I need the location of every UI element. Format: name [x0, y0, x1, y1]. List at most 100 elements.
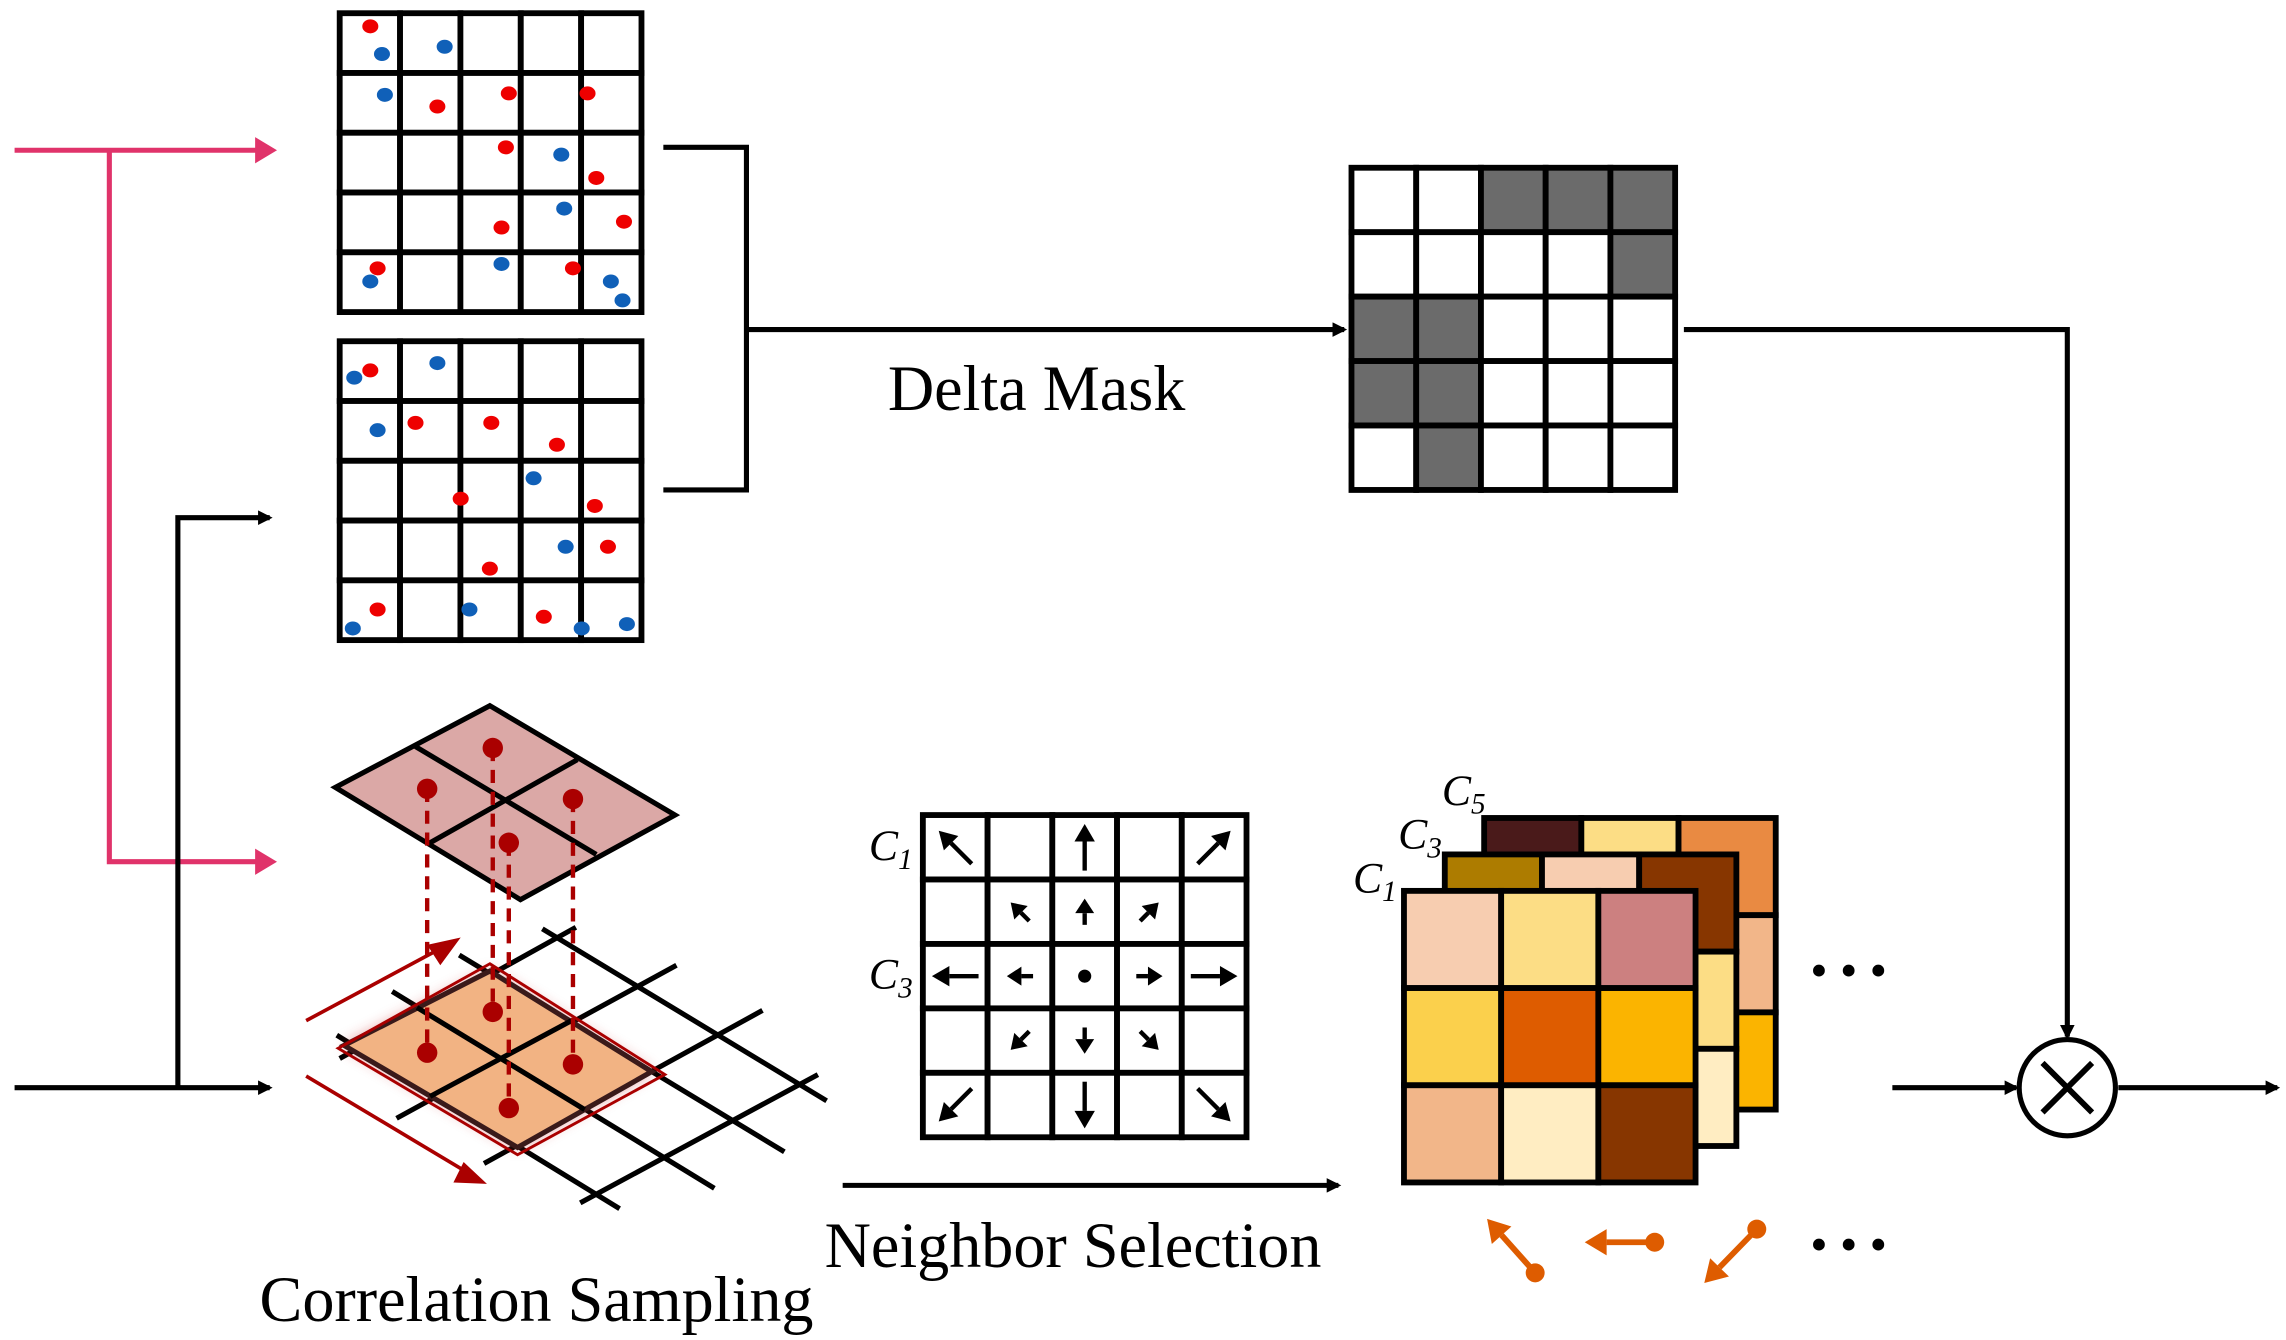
grid-cell	[517, 129, 585, 196]
grid-cell	[336, 517, 403, 584]
grid-cell	[457, 249, 524, 315]
grid-cell	[336, 457, 403, 524]
blue-point	[573, 621, 590, 636]
sample-point	[416, 1042, 438, 1063]
grid-cell	[578, 10, 645, 76]
neighbor-c3-label: C3	[869, 951, 913, 1005]
blue-point	[376, 87, 393, 102]
grid-cell	[1348, 422, 1420, 493]
correlation-volume-stack	[1401, 815, 1779, 1284]
arrowhead-nw-icon	[1010, 902, 1028, 920]
direction-arrow-sw-icon	[1019, 1029, 1031, 1042]
grid-cell	[984, 812, 1056, 883]
neighbor-c1-label: C1	[869, 822, 913, 876]
frame-grid-1	[336, 10, 645, 315]
grid-cell	[1413, 164, 1484, 236]
grid-cell	[517, 189, 585, 256]
delta-mask-label: Delta Mask	[888, 353, 1186, 424]
red-point	[497, 140, 514, 155]
grid-cell	[397, 70, 464, 136]
red-point	[579, 86, 596, 101]
volume-cell	[1401, 985, 1505, 1089]
multiply-x-icon	[2040, 1060, 2095, 1115]
grid-cell	[1348, 358, 1420, 429]
connector-lines	[14, 137, 2281, 1193]
red-point	[500, 86, 517, 101]
grid-cell	[1478, 293, 1549, 364]
correlation-sampling-illustration	[305, 702, 828, 1211]
offset-arrow-w-icon	[1584, 1229, 1607, 1256]
grid-cell	[1348, 229, 1420, 300]
blue-point	[373, 47, 390, 62]
grid-cell	[397, 577, 464, 644]
blue-point	[556, 201, 573, 216]
grid-cell	[1478, 422, 1549, 493]
red-point	[369, 602, 386, 617]
arrowhead-n-icon	[1075, 898, 1095, 914]
direction-arrow-sw-icon	[949, 1086, 974, 1111]
grid-cell	[1413, 293, 1484, 364]
grid-cell	[1542, 229, 1614, 300]
frame-grid-2	[336, 338, 645, 644]
arrowhead-sw-icon	[1010, 1032, 1028, 1050]
red-point	[599, 539, 616, 554]
center-dot-icon	[1078, 969, 1092, 983]
grid-cell	[1413, 422, 1484, 493]
red-point	[429, 99, 446, 114]
direction-arrow-nw-icon	[949, 841, 974, 866]
grid-cell	[1542, 422, 1614, 493]
grid-cell	[1114, 1069, 1185, 1141]
grid-cell	[457, 70, 524, 136]
red-point	[407, 415, 424, 430]
grid-cell	[336, 129, 403, 196]
grid-cell	[457, 338, 524, 404]
grid-cell	[1607, 293, 1679, 364]
direction-arrow-se-icon	[1138, 1029, 1150, 1042]
blue-point	[525, 471, 542, 486]
blue-point	[614, 293, 631, 308]
red-point	[481, 561, 498, 576]
grid-cell	[578, 338, 645, 404]
pink-arrowhead	[255, 848, 278, 875]
arrowhead-w-icon	[931, 965, 950, 987]
volume-cell	[1498, 985, 1602, 1089]
lattice-line	[579, 1072, 820, 1206]
blue-point	[602, 274, 619, 289]
grid-cell	[457, 189, 524, 256]
arrowhead-n-icon	[1074, 823, 1095, 842]
arrowhead-w-icon	[1006, 966, 1022, 986]
grid-cell	[1348, 164, 1420, 236]
arrowhead-ne-icon	[1141, 902, 1159, 920]
offset-arrow-sw-icon	[1704, 1258, 1729, 1284]
blue-point	[346, 370, 363, 385]
direction-arrow-se-icon	[1196, 1086, 1220, 1111]
highlight-outline	[335, 962, 668, 1157]
grid-cell	[578, 189, 645, 256]
pink-branch-line	[106, 150, 270, 865]
arrowhead-ne-icon	[1211, 830, 1231, 851]
grid-cell	[517, 10, 585, 76]
blue-point	[461, 602, 478, 617]
direction-arrow-nw-icon	[1019, 911, 1031, 923]
volume-cell	[1401, 1082, 1505, 1186]
red-point	[483, 415, 500, 430]
arrowhead-e-icon	[1147, 966, 1163, 986]
grid-cell	[457, 10, 524, 76]
grid-cell	[1607, 164, 1679, 236]
grid-cell	[397, 189, 464, 256]
grid-cell	[1542, 358, 1614, 429]
grid-cell	[397, 517, 464, 584]
red-point	[535, 609, 552, 624]
feature-grids	[336, 10, 1679, 1141]
neighbor-selection-label: Neighbor Selection	[825, 1210, 1322, 1281]
sample-point	[482, 737, 503, 759]
grid-cell	[984, 1069, 1056, 1141]
arrowhead-se-icon	[1211, 1101, 1231, 1122]
grid-cell	[517, 577, 585, 644]
stack-c3-label: C3	[1398, 811, 1442, 865]
grid-cell	[336, 70, 403, 136]
grid-cell	[1413, 358, 1484, 429]
arrowhead-s-icon	[1075, 1039, 1095, 1054]
red-point	[588, 170, 605, 185]
grid-cell	[457, 457, 524, 524]
